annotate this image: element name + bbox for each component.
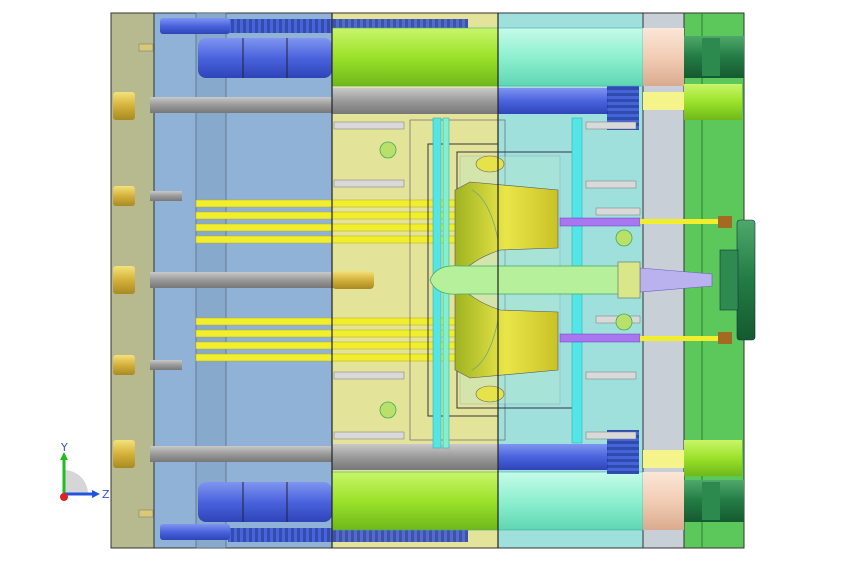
bush-peach-top[interactable]	[643, 28, 684, 86]
z-arrow-icon	[92, 490, 100, 498]
spring-bottom[interactable]	[228, 528, 468, 542]
return-pin-bottom[interactable]	[160, 524, 230, 540]
yellow-rod-right-lower[interactable]	[640, 336, 720, 341]
molded-part[interactable]	[454, 155, 559, 403]
guide-pillar-bottom[interactable]	[331, 471, 499, 531]
triad-quadrant	[64, 470, 88, 494]
z-axis-label: Z	[102, 488, 110, 501]
guide-bush-top[interactable]	[198, 38, 332, 78]
cavity-guide-top[interactable]	[497, 27, 644, 87]
grey-rod-a-bottom[interactable]	[332, 444, 498, 470]
short-pin-2[interactable]	[113, 355, 182, 375]
axis-triad: Y Z	[52, 440, 112, 510]
guide-pillar-top[interactable]	[331, 27, 499, 87]
purple-pin-upper[interactable]	[559, 217, 641, 227]
purple-pin-lower[interactable]	[559, 333, 641, 343]
clamp-screws[interactable]	[138, 43, 154, 518]
cavity-guide-bottom[interactable]	[497, 471, 644, 531]
sprue-runner[interactable]	[429, 261, 713, 299]
return-pin-top[interactable]	[160, 18, 230, 34]
ring-step-bottom	[702, 482, 720, 520]
cavity-blue-rod-bottom[interactable]	[498, 444, 608, 470]
green-stop-top[interactable]	[684, 84, 742, 120]
screw-heads[interactable]	[379, 141, 633, 419]
y-axis-label: Y	[60, 441, 68, 454]
locating-ring[interactable]	[719, 219, 756, 341]
y-arrow-icon	[60, 452, 68, 460]
ring-step-top	[702, 38, 720, 76]
guide-bush-bottom[interactable]	[198, 482, 332, 522]
support-rod-2[interactable]	[113, 266, 374, 294]
stop-block-lower[interactable]	[718, 332, 732, 344]
stop-block-upper[interactable]	[718, 216, 732, 228]
green-stop-bottom[interactable]	[684, 440, 742, 476]
cavity-blue-rod-top[interactable]	[498, 88, 608, 114]
yellow-stop-top[interactable]	[643, 92, 684, 110]
x-axis-dot-icon	[60, 493, 68, 501]
short-pin-1[interactable]	[113, 186, 182, 206]
yellow-rod-right-upper[interactable]	[640, 219, 720, 224]
yellow-stop-bottom[interactable]	[643, 450, 684, 468]
bush-peach-bottom[interactable]	[643, 472, 684, 530]
grey-rod-a-top[interactable]	[332, 88, 498, 114]
